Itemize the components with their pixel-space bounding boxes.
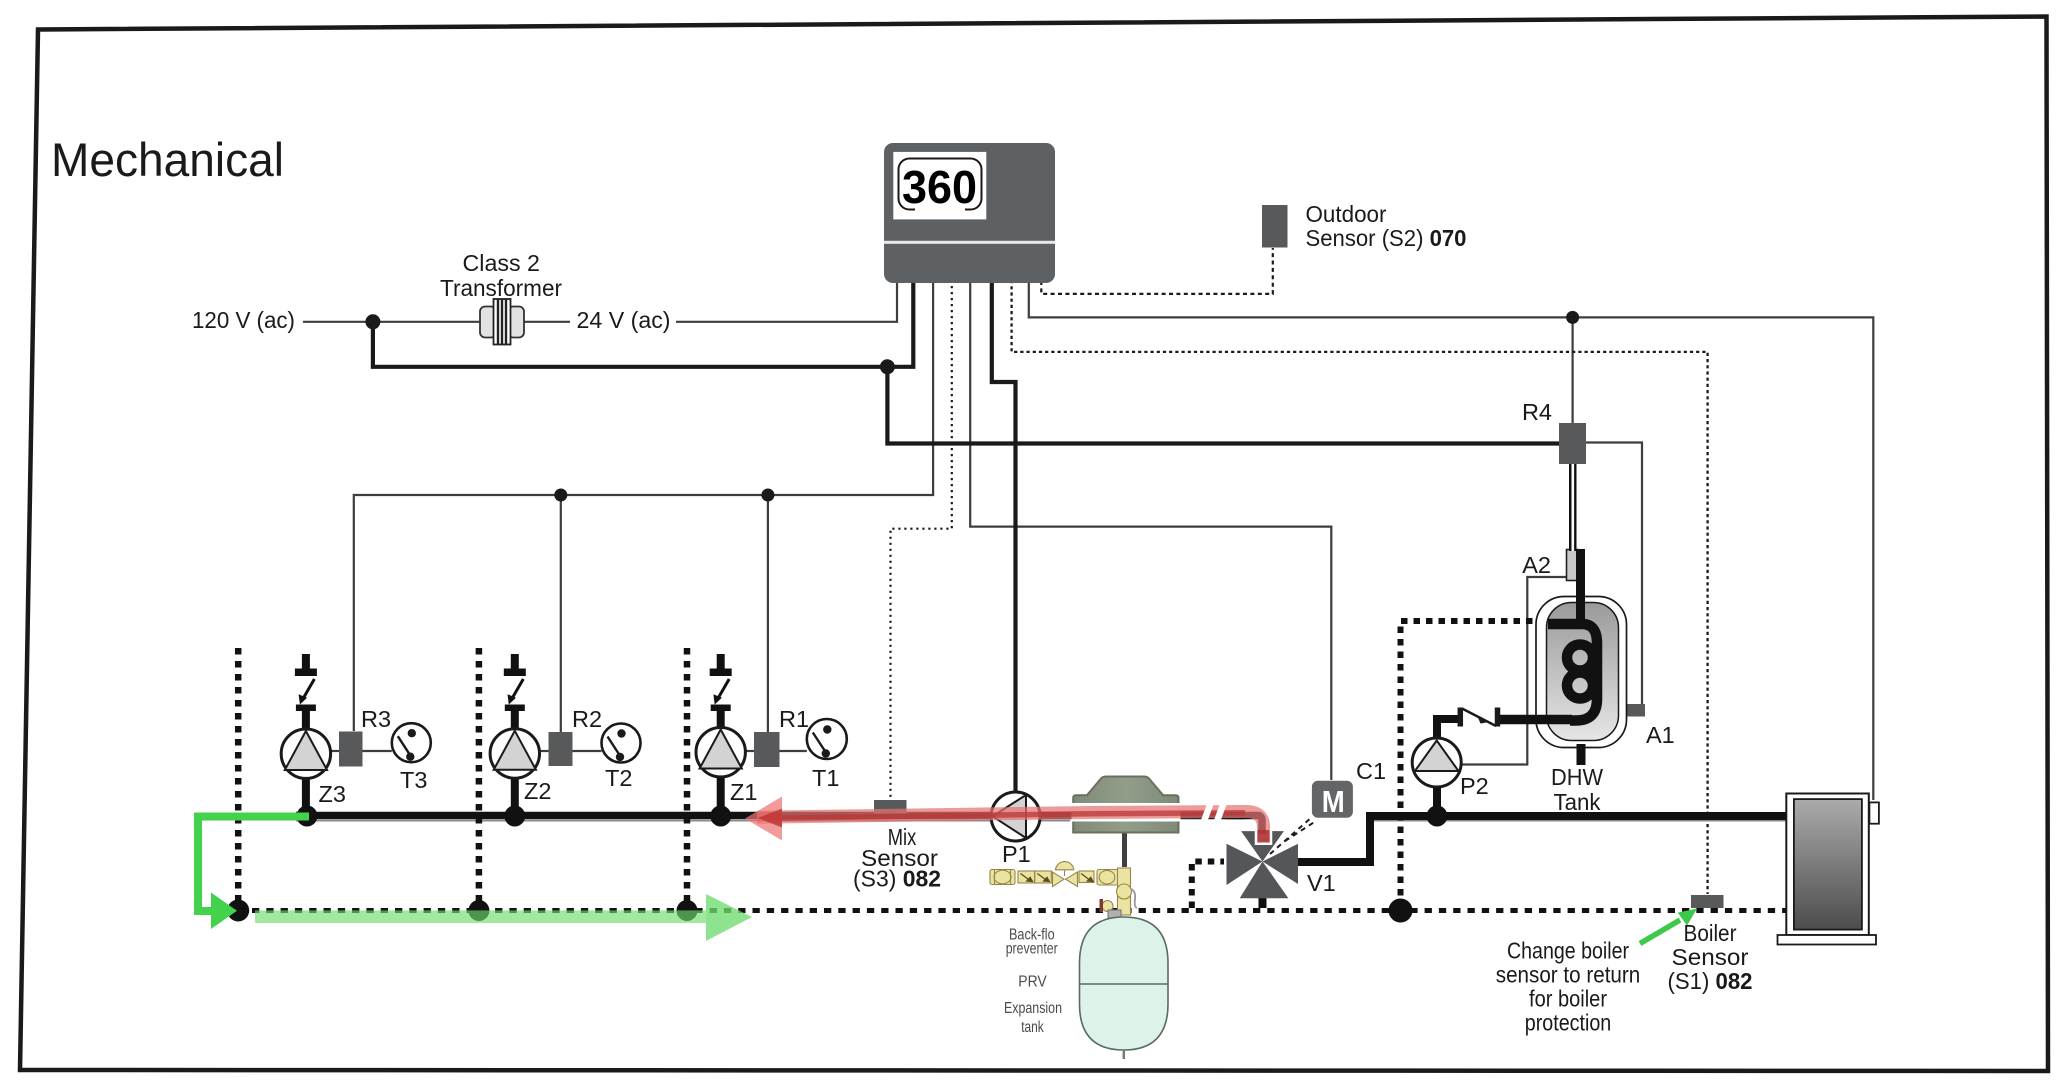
svg-text:A1: A1 — [1646, 722, 1675, 748]
svg-text:P1: P1 — [1002, 841, 1031, 867]
svg-text:120 V (ac): 120 V (ac) — [192, 307, 295, 333]
svg-text:Sensor: Sensor — [861, 845, 938, 871]
svg-text:Z2: Z2 — [524, 778, 551, 804]
svg-text:(S3) 082: (S3) 082 — [853, 866, 941, 892]
svg-text:Class 2: Class 2 — [463, 250, 541, 276]
svg-text:R2: R2 — [572, 706, 602, 732]
svg-text:Z3: Z3 — [319, 781, 346, 807]
svg-text:Tank: Tank — [1554, 789, 1601, 815]
svg-text:tank: tank — [1021, 1019, 1044, 1036]
svg-text:T2: T2 — [605, 765, 632, 791]
svg-text:DHW: DHW — [1551, 764, 1604, 790]
svg-text:Boiler: Boiler — [1684, 920, 1737, 946]
svg-text:24 V (ac): 24 V (ac) — [577, 307, 671, 333]
svg-text:T3: T3 — [400, 767, 427, 793]
svg-text:360: 360 — [902, 161, 977, 213]
svg-text:R3: R3 — [361, 706, 391, 732]
svg-text:Transformer: Transformer — [440, 275, 562, 301]
svg-text:(S1) 082: (S1) 082 — [1668, 968, 1753, 994]
svg-text:Sensor: Sensor — [1672, 944, 1749, 970]
svg-text:V1: V1 — [1307, 870, 1336, 896]
svg-text:sensor to return: sensor to return — [1496, 962, 1641, 988]
svg-text:protection: protection — [1525, 1010, 1612, 1036]
svg-text:Change boiler: Change boiler — [1507, 938, 1629, 964]
svg-text:Z1: Z1 — [730, 779, 757, 805]
svg-text:P2: P2 — [1460, 773, 1489, 799]
svg-text:R1: R1 — [779, 706, 809, 732]
svg-text:Mechanical: Mechanical — [51, 133, 284, 186]
svg-text:Mix: Mix — [888, 824, 917, 850]
svg-text:Outdoor: Outdoor — [1306, 201, 1387, 227]
svg-text:R4: R4 — [1522, 399, 1552, 425]
svg-text:preventer: preventer — [1006, 941, 1059, 958]
svg-text:M: M — [1322, 784, 1345, 819]
svg-text:Expansion: Expansion — [1004, 1000, 1062, 1017]
svg-text:Sensor (S2) 070: Sensor (S2) 070 — [1306, 225, 1467, 251]
svg-text:for boiler: for boiler — [1529, 986, 1607, 1012]
svg-text:T1: T1 — [812, 765, 839, 791]
svg-text:A2: A2 — [1522, 552, 1551, 578]
svg-text:Back-flo: Back-flo — [1009, 927, 1055, 944]
svg-text:PRV: PRV — [1018, 974, 1047, 991]
svg-text:C1: C1 — [1356, 758, 1386, 784]
